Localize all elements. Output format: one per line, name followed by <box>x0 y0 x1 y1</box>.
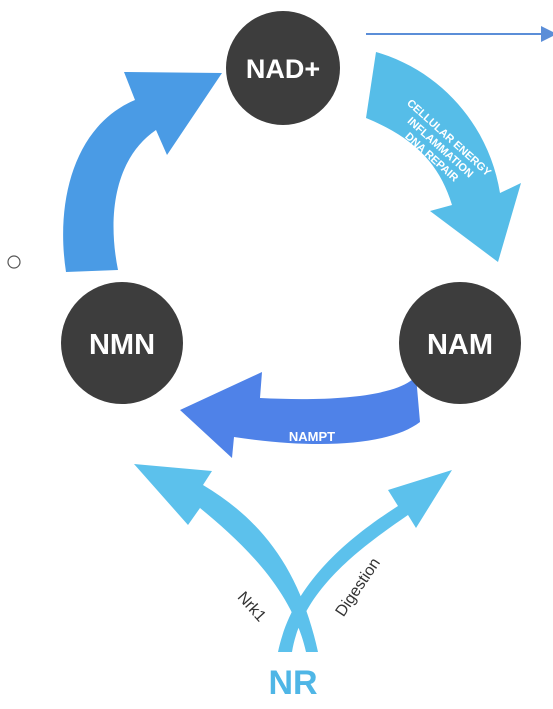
node-nad-label: NAD+ <box>246 54 320 84</box>
node-nam-label: NAM <box>427 329 493 361</box>
arrow-nam-to-nmn <box>180 372 420 458</box>
arrow-nr-to-nam <box>278 470 452 652</box>
node-nam: NAM <box>399 282 521 404</box>
label-nrk1: Nrk1 <box>234 589 269 626</box>
label-nampt: NAMPT <box>289 429 335 444</box>
arrow-nad-to-nam <box>366 52 521 262</box>
radio-circle-icon <box>7 255 21 269</box>
node-nad: NAD+ <box>226 11 340 125</box>
arrow-nmn-to-nad <box>63 72 222 272</box>
node-nmn: NMN <box>61 282 183 404</box>
arrow-nr-to-nmn <box>134 464 318 652</box>
node-nr-label: NR <box>268 664 317 702</box>
node-nmn-label: NMN <box>89 329 155 361</box>
